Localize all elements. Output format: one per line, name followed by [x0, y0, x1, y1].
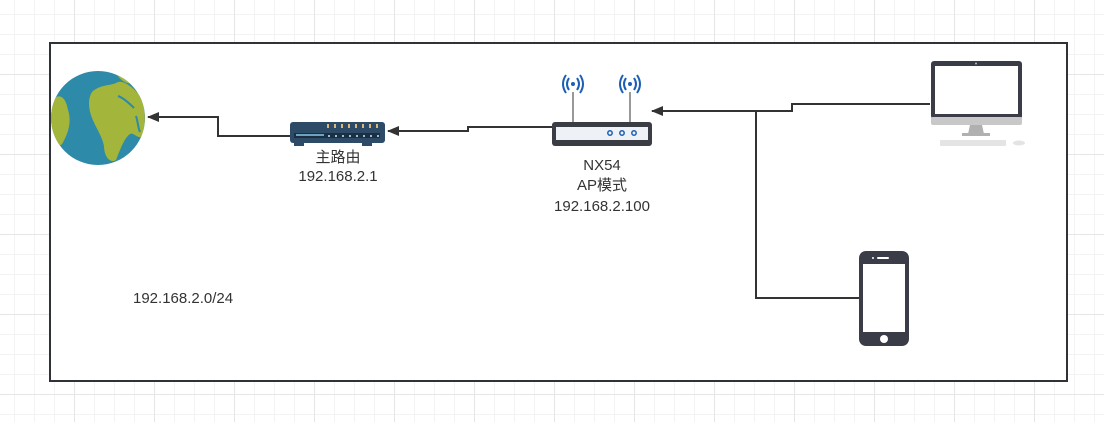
main-router-ip: 192.168.2.1 [298, 168, 378, 185]
edge-desktop-to-ap[interactable] [651, 103, 930, 116]
edge-router-to-internet[interactable] [147, 112, 290, 137]
smartphone-icon[interactable] [859, 251, 909, 346]
globe-icon[interactable] [50, 71, 145, 165]
wifi-signal-icon [562, 74, 641, 94]
edge-ap-to-router[interactable] [387, 126, 553, 136]
subnet-label: 192.168.2.0/24 [133, 290, 234, 307]
wireless-router-icon[interactable] [552, 74, 652, 146]
ap-mode: AP模式 [576, 177, 627, 194]
main-router-name: 主路由 [315, 149, 361, 166]
edge-phone-to-ap[interactable] [755, 111, 860, 299]
ap-ip: 192.168.2.100 [554, 198, 650, 215]
switch-icon[interactable] [290, 122, 385, 146]
desktop-computer-icon[interactable] [931, 61, 1025, 146]
ap-name: NX54 [583, 157, 621, 174]
